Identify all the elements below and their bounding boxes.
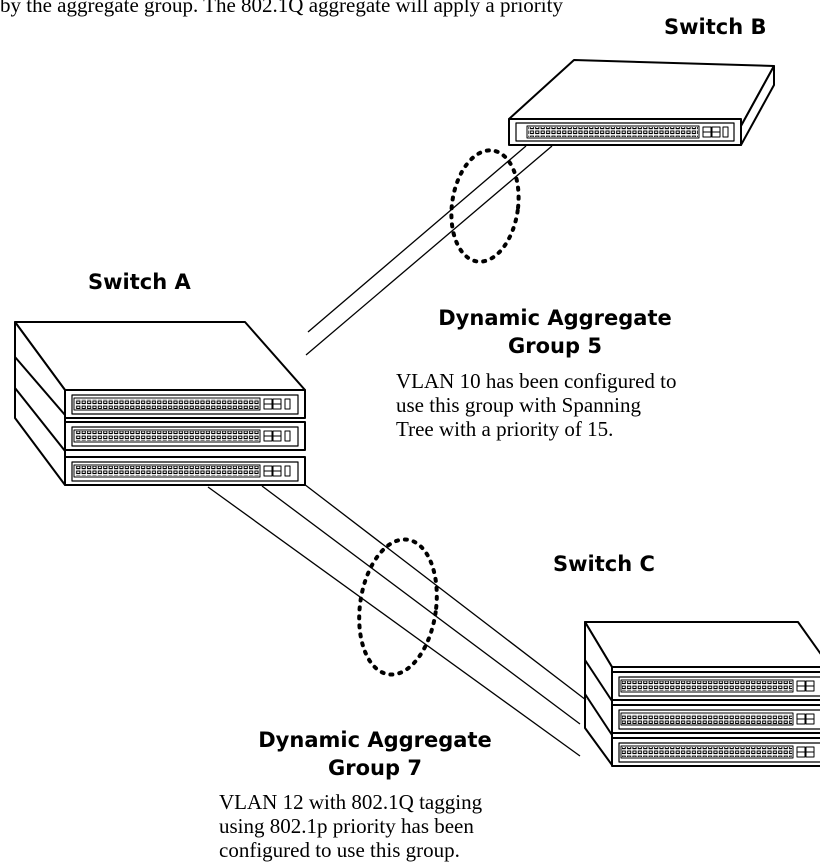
- switch-b-label: Switch B: [664, 15, 767, 39]
- group-7-ring: [357, 537, 439, 677]
- switch-c-top: [584, 621, 820, 668]
- switch-b: [508, 59, 775, 146]
- link-a-b-2: [305, 145, 553, 356]
- switch-a-label: Switch A: [88, 270, 191, 294]
- link-a-c-3: [207, 486, 581, 757]
- switch-c: [584, 621, 820, 767]
- link-a-b-1: [307, 145, 527, 333]
- switch-b-ports: [528, 127, 698, 137]
- switch-c-label: Switch C: [553, 552, 655, 576]
- link-a-c-1: [303, 483, 587, 701]
- links-a-c: [207, 483, 587, 757]
- switch-b-top: [508, 59, 775, 127]
- switch-a: [14, 321, 306, 486]
- links-a-b: [305, 145, 553, 356]
- group-5-description: VLAN 10 has been configured to use this …: [396, 369, 677, 441]
- group-7-title: Dynamic Aggregate Group 7: [258, 728, 492, 780]
- group-5-title: Dynamic Aggregate Group 5: [438, 306, 672, 358]
- link-a-c-2: [261, 485, 581, 725]
- group-5-ring: [449, 148, 521, 264]
- group-7-description: VLAN 12 with 802.1Q tagging using 802.1p…: [219, 790, 483, 862]
- top-cut-text: by the aggregate group. The 802.1Q aggre…: [0, 0, 563, 17]
